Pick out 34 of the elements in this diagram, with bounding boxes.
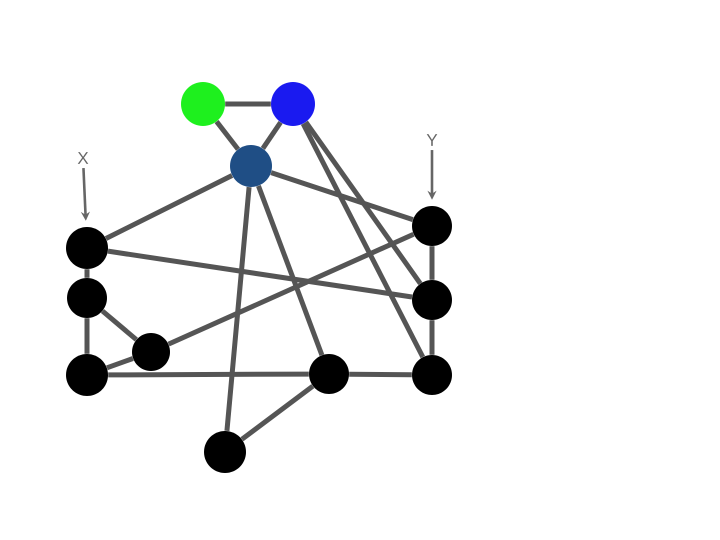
graph-edge: [168, 232, 415, 346]
graph-vertex: [412, 206, 452, 246]
set-label: Y: [426, 134, 438, 146]
graph-edge: [108, 372, 309, 378]
graph-edge: [430, 246, 434, 280]
graph-edge: [260, 120, 283, 150]
graph-vertex: [271, 82, 315, 126]
graph-edge: [214, 120, 240, 151]
graph-edge: [100, 309, 138, 342]
graph-edge: [104, 173, 234, 241]
graph-edge: [270, 170, 414, 222]
graph-edge: [300, 122, 425, 358]
graph-vertex: [181, 82, 225, 126]
graph-edge: [84, 269, 90, 278]
graph-edge: [106, 356, 134, 370]
graph-edge: [224, 186, 252, 432]
graph-edge: [240, 384, 314, 442]
set-label: X: [78, 152, 88, 164]
graph-edge: [304, 120, 422, 285]
graph-vertex: [412, 280, 452, 320]
graph-edge: [430, 320, 434, 355]
graph-edge: [349, 372, 412, 378]
graph-vertex: [66, 227, 108, 269]
graph-vertex: [66, 354, 108, 396]
graph-vertex: [230, 145, 272, 187]
graph-vertex: [309, 354, 349, 394]
graph-vertex: [204, 431, 246, 473]
graph-edge: [256, 184, 324, 356]
graph-vertex: [132, 333, 170, 371]
graph-edge: [84, 318, 90, 354]
graph-vertex: [67, 278, 107, 318]
graph-edge: [225, 102, 271, 106]
graph-edge: [108, 248, 412, 300]
graph-vertex: [412, 355, 452, 395]
